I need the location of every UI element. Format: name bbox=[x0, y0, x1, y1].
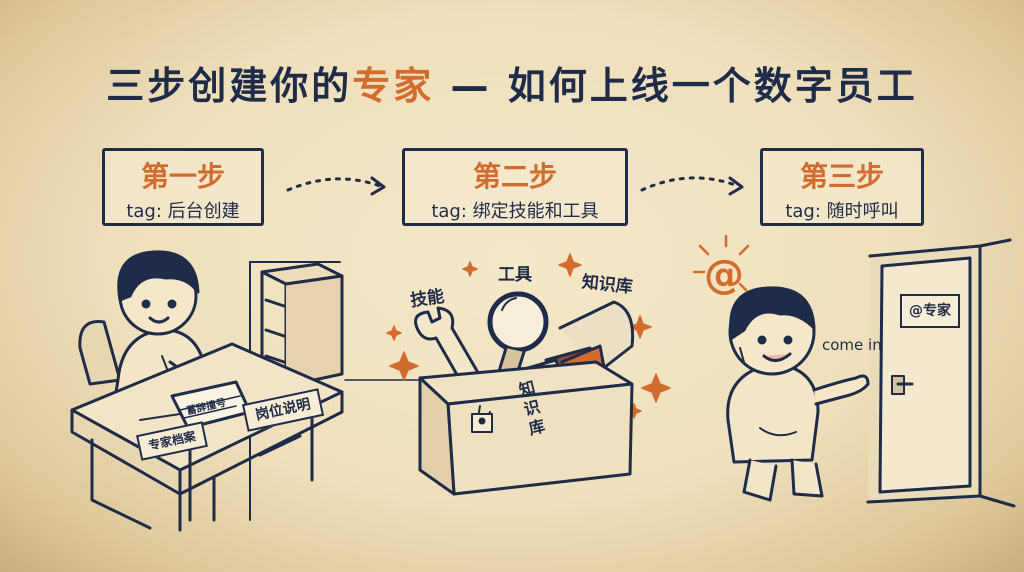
door-sign: @专家 bbox=[900, 294, 960, 328]
speech-text: come in bbox=[822, 336, 882, 354]
title-prefix: 三步创建你的 bbox=[106, 64, 353, 108]
step-three-box: 第三步 tag: 随时呼叫 bbox=[760, 148, 924, 226]
page-title: 三步创建你的专家 — 如何上线一个数字员工 bbox=[0, 55, 1024, 110]
step-one-tag: tag: 后台创建 bbox=[126, 201, 240, 222]
step-two-title: 第二步 bbox=[472, 160, 557, 193]
step-one-box: 第一步 tag: 后台创建 bbox=[102, 148, 264, 226]
person-greeting bbox=[726, 286, 870, 502]
step-three-tag: tag: 随时呼叫 bbox=[785, 201, 899, 222]
step-two-box: 第二步 tag: 绑定技能和工具 bbox=[402, 148, 628, 226]
skills-label: 技能 bbox=[409, 286, 446, 312]
scene-toolbox bbox=[386, 253, 671, 496]
filing-cabinet bbox=[260, 262, 344, 388]
title-suffix: — 如何上线一个数字员工 bbox=[434, 64, 918, 108]
at-symbol: @ bbox=[704, 252, 744, 298]
arrow-step1-to-step2 bbox=[286, 176, 386, 196]
knowledge-label: 知识库 bbox=[580, 272, 634, 298]
arrow-step2-to-step3 bbox=[640, 176, 744, 196]
step-three-title: 第三步 bbox=[799, 160, 884, 193]
tools-label: 工具 bbox=[498, 265, 532, 285]
title-highlight: 专家 bbox=[352, 64, 435, 108]
step-one-title: 第一步 bbox=[140, 160, 225, 193]
at-icon bbox=[692, 234, 750, 292]
step-two-tag: tag: 绑定技能和工具 bbox=[431, 201, 599, 222]
